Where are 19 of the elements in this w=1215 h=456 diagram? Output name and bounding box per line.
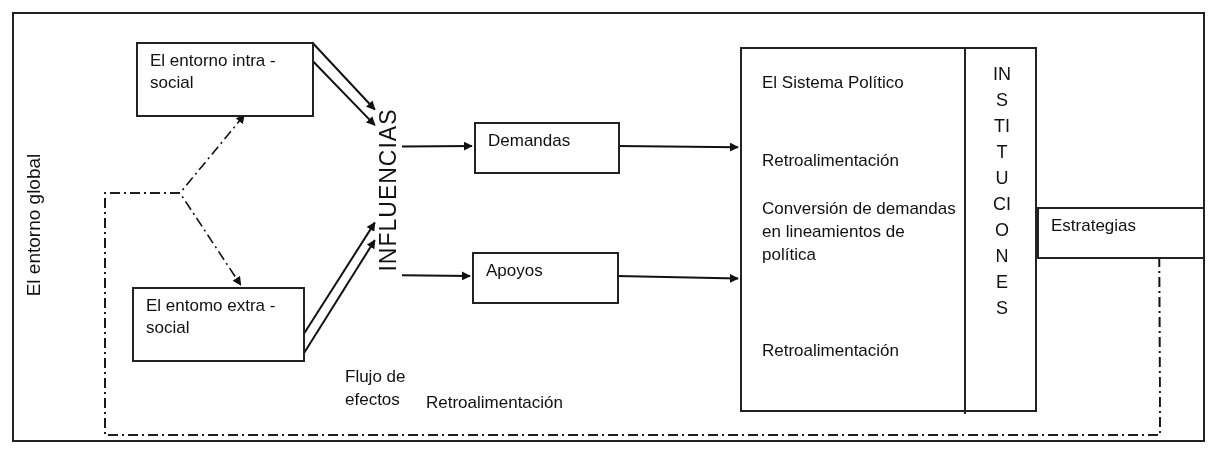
arrow — [401, 141, 473, 151]
axis-title: El entorno global — [23, 152, 45, 299]
feedback-text: Retroalimentación — [762, 340, 900, 362]
process-box: El entorno intra - social — [136, 42, 314, 117]
process-box: Apoyos — [472, 252, 619, 304]
system-box — [740, 47, 1037, 412]
process-box: El entomo extra - social — [132, 287, 305, 362]
environment-frame — [12, 12, 1205, 442]
arrow — [401, 271, 471, 281]
feedback-text: Retroalimentación — [762, 150, 900, 172]
arrow — [311, 41, 376, 111]
process-box: Demandas — [474, 122, 620, 174]
vertical-text: INSTITUCIONES — [993, 63, 1011, 320]
annotation-text: Flujo de efectos — [345, 366, 407, 411]
rotated-text: INFLUENCIAS — [374, 107, 401, 274]
process-box: Estrategias — [1037, 207, 1205, 259]
conversion-text: Conversión de demandas en lineamientos de política — [762, 198, 957, 266]
system-heading: El Sistema Político — [762, 72, 905, 94]
feedback-arrow — [104, 192, 1161, 436]
